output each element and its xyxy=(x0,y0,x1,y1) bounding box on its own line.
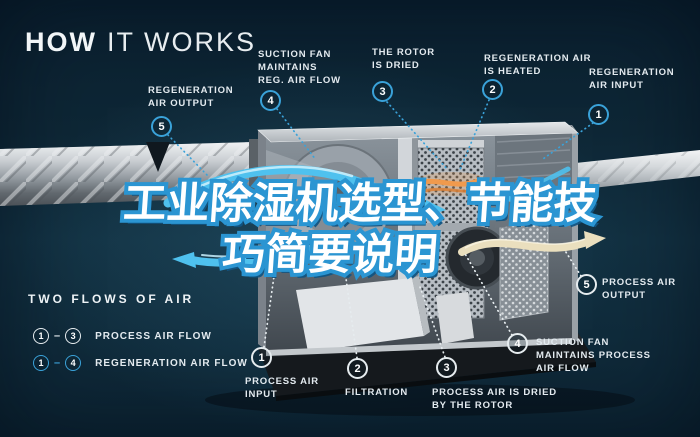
overlay-headline-line1: 工业除湿机选型、节能技 工业除湿机选型、节能技 xyxy=(98,175,621,233)
callout-number-5-process: 5 xyxy=(576,274,597,295)
title-light: IT WORKS xyxy=(106,27,256,57)
callout-number-3-regeneration: 3 xyxy=(372,81,393,102)
legend-row-process: 1 – 3 PROCESS AIR FLOW xyxy=(33,328,212,344)
callout-label-regeneration-air-input: REGENERATION AIR INPUT xyxy=(589,67,675,92)
callout-label-regeneration-air-heated: REGENERATION AIR IS HEATED xyxy=(484,53,592,78)
overlay-line1-wrap: 工业除湿机选型、节能技 工业除湿机选型、节能技 xyxy=(118,175,602,233)
callout-label-process-air-input: PROCESS AIR INPUT xyxy=(245,376,319,401)
overlay-line1-text: 工业除湿机选型、节能技 xyxy=(121,179,599,229)
title-bold: HOW xyxy=(25,27,97,57)
callout-number-2-process: 2 xyxy=(347,358,368,379)
callout-label-rotor-dried: THE ROTOR IS DRIED xyxy=(372,47,435,72)
callout-label-suction-fan-process: SUCTION FAN MAINTAINS PROCESS AIR FLOW xyxy=(536,337,651,375)
legend-circle-from: 1 xyxy=(33,328,49,344)
page-title: HOW IT WORKS xyxy=(25,27,256,58)
callout-number-5-regeneration: 5 xyxy=(151,116,172,137)
callout-number-1-process: 1 xyxy=(251,347,272,368)
callout-label-regeneration-air-output: REGENERATION AIR OUTPUT xyxy=(148,85,234,110)
overlay-line2-text: 巧简要说明 xyxy=(220,230,440,280)
callout-label-process-air-dried: PROCESS AIR IS DRIED BY THE ROTOR xyxy=(432,387,557,412)
process-leader-lines xyxy=(263,247,582,359)
callout-number-4-process: 4 xyxy=(507,333,528,354)
legend-title: TWO FLOWS OF AIR xyxy=(28,292,195,306)
legend-label-process: PROCESS AIR FLOW xyxy=(95,330,212,342)
callout-label-suction-fan-reg: SUCTION FAN MAINTAINS REG. AIR FLOW xyxy=(258,49,341,87)
regeneration-leader-lines xyxy=(167,99,594,177)
legend-dash: – xyxy=(54,330,61,342)
legend-circle-from: 1 xyxy=(33,355,49,371)
callout-number-1-regeneration: 1 xyxy=(588,104,609,125)
process-air-arrows xyxy=(163,165,446,217)
callout-label-filtration: FILTRATION xyxy=(345,387,409,398)
legend-row-regeneration: 1 – 4 REGENERATION AIR FLOW xyxy=(33,355,248,371)
callout-number-2-regeneration: 2 xyxy=(482,79,503,100)
overlay-headline-line2: 巧简要说明 巧简要说明 xyxy=(128,226,531,284)
overlay-line2-wrap: 巧简要说明 巧简要说明 xyxy=(217,226,443,284)
callout-number-3-process: 3 xyxy=(436,357,457,378)
callout-number-4-regeneration: 4 xyxy=(260,90,281,111)
dry-air-arrow xyxy=(458,231,606,256)
condensate-pans xyxy=(296,276,474,352)
legend-dash: – xyxy=(54,357,61,369)
legend-circle-to: 4 xyxy=(65,355,82,371)
legend-circle-to: 3 xyxy=(65,328,82,344)
callout-label-process-air-output: PROCESS AIR OUTPUT xyxy=(602,277,676,302)
heated-air-arrows xyxy=(412,172,492,196)
legend-label-regeneration: REGENERATION AIR FLOW xyxy=(95,357,248,369)
regeneration-air-arrows xyxy=(172,166,571,268)
